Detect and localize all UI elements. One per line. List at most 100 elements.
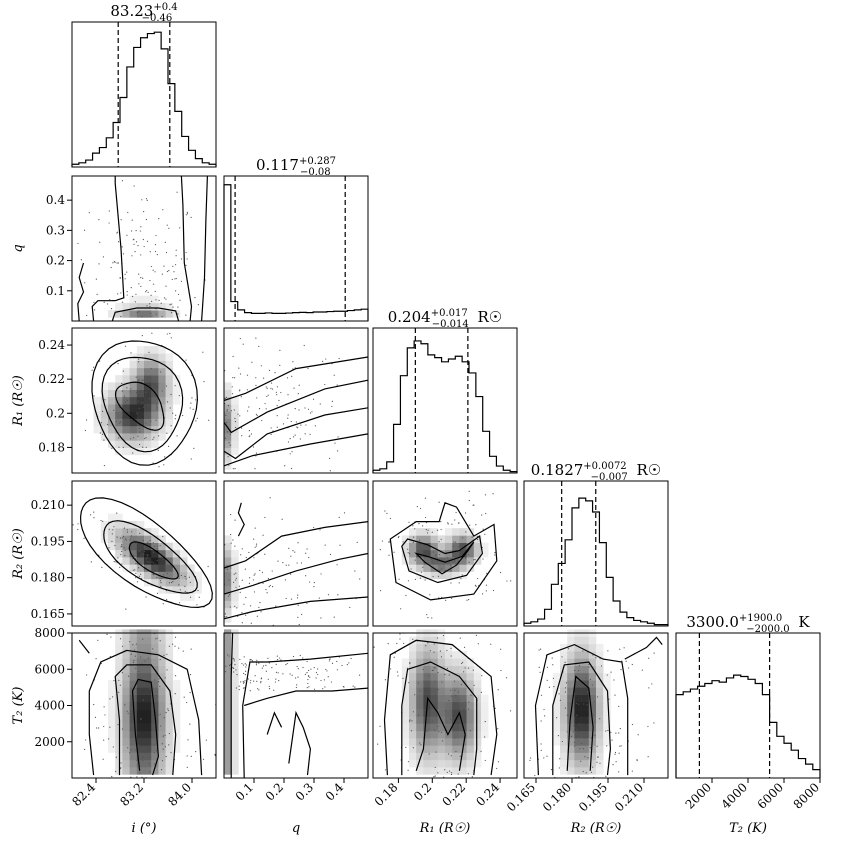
contour-3: [223, 521, 369, 569]
density-cell: [574, 672, 582, 681]
density-cell: [481, 701, 489, 710]
sample-point: [460, 684, 462, 686]
density-cell: [129, 433, 138, 441]
density-cell: [122, 433, 130, 441]
x-tick-label: 0.195: [576, 780, 610, 814]
sample-point: [241, 435, 243, 437]
sample-point: [506, 580, 508, 582]
sample-point: [309, 676, 311, 678]
density-cell: [129, 636, 138, 645]
sample-point: [573, 745, 576, 747]
sample-point: [91, 369, 93, 371]
sample-point: [510, 580, 512, 582]
sample-point: [557, 734, 560, 737]
sample-point: [306, 672, 308, 674]
sample-point: [575, 702, 577, 704]
density-cell: [437, 549, 446, 558]
sample-point: [631, 663, 633, 666]
density-cell: [437, 701, 446, 710]
sample-point: [252, 680, 255, 682]
sample-point: [484, 759, 486, 762]
sample-point: [207, 565, 209, 568]
density-cell: [115, 694, 123, 703]
sample-point: [253, 574, 255, 576]
sample-point: [241, 579, 243, 581]
sample-point: [121, 563, 123, 565]
sample-point: [419, 539, 421, 541]
density-cell: [452, 665, 460, 674]
density-cell: [552, 694, 561, 703]
sample-point: [259, 569, 261, 572]
sample-point: [85, 419, 88, 421]
sample-point: [118, 679, 120, 681]
sample-point: [427, 720, 429, 723]
density-cell: [108, 389, 116, 398]
sample-point: [234, 519, 236, 521]
sample-point: [437, 560, 439, 562]
sample-point: [267, 394, 269, 396]
density-cell: [588, 701, 597, 710]
sample-point: [138, 379, 140, 381]
sample-point: [112, 696, 114, 698]
density-cell: [158, 759, 166, 768]
sample-point: [245, 666, 247, 668]
sample-point: [224, 437, 226, 439]
density-cell: [466, 738, 475, 746]
sample-point: [138, 670, 140, 672]
sample-point: [264, 402, 266, 405]
y-tick-label: 0.1: [46, 284, 65, 298]
sample-point: [179, 227, 181, 229]
sample-point: [625, 660, 627, 662]
density-cell: [224, 694, 232, 703]
sample-point: [389, 517, 391, 520]
title-sub: −0.007: [591, 472, 628, 483]
density-cell: [581, 738, 590, 746]
sample-point: [471, 536, 473, 538]
sample-point: [407, 769, 409, 771]
density-cell: [115, 404, 123, 412]
sample-point: [301, 613, 303, 616]
sample-point: [168, 744, 170, 746]
density-cell: [445, 549, 453, 558]
sample-point: [468, 499, 470, 502]
density-cell: [596, 680, 604, 688]
density-cell: [136, 346, 145, 354]
density-cell: [144, 433, 152, 441]
density-cell: [158, 687, 166, 695]
sample-point: [620, 745, 622, 747]
sample-point: [326, 670, 328, 672]
sample-point: [140, 401, 142, 404]
density-cell: [151, 433, 159, 441]
density-cell: [165, 738, 174, 746]
sample-point: [244, 663, 246, 665]
sample-point: [83, 537, 85, 539]
sample-point: [126, 294, 128, 296]
sample-point: [457, 554, 459, 556]
sample-point: [448, 674, 450, 676]
density-panel-q-R2: [223, 480, 369, 627]
density-cell: [144, 564, 152, 572]
sample-point: [327, 594, 330, 596]
sample-point: [142, 756, 144, 758]
sample-point: [145, 377, 147, 380]
sample-point: [307, 367, 309, 370]
sample-point: [452, 561, 454, 563]
contour-2: [91, 176, 125, 322]
density-cell: [581, 636, 590, 645]
y-axis-label-R1: R₁ (R☉): [11, 375, 26, 427]
sample-point: [116, 232, 118, 234]
density-cell: [445, 694, 453, 703]
sample-point: [405, 594, 407, 597]
density-cell: [231, 586, 239, 594]
sample-point: [165, 385, 168, 387]
density-cell: [231, 418, 239, 427]
sample-point: [440, 568, 443, 570]
density-cell: [108, 694, 116, 703]
density-cell: [165, 701, 174, 710]
density-cell: [151, 535, 159, 543]
sample-point: [214, 753, 216, 756]
sample-point: [229, 606, 231, 608]
density-cell: [231, 672, 239, 681]
sample-point: [467, 667, 470, 669]
sample-point: [386, 512, 388, 515]
